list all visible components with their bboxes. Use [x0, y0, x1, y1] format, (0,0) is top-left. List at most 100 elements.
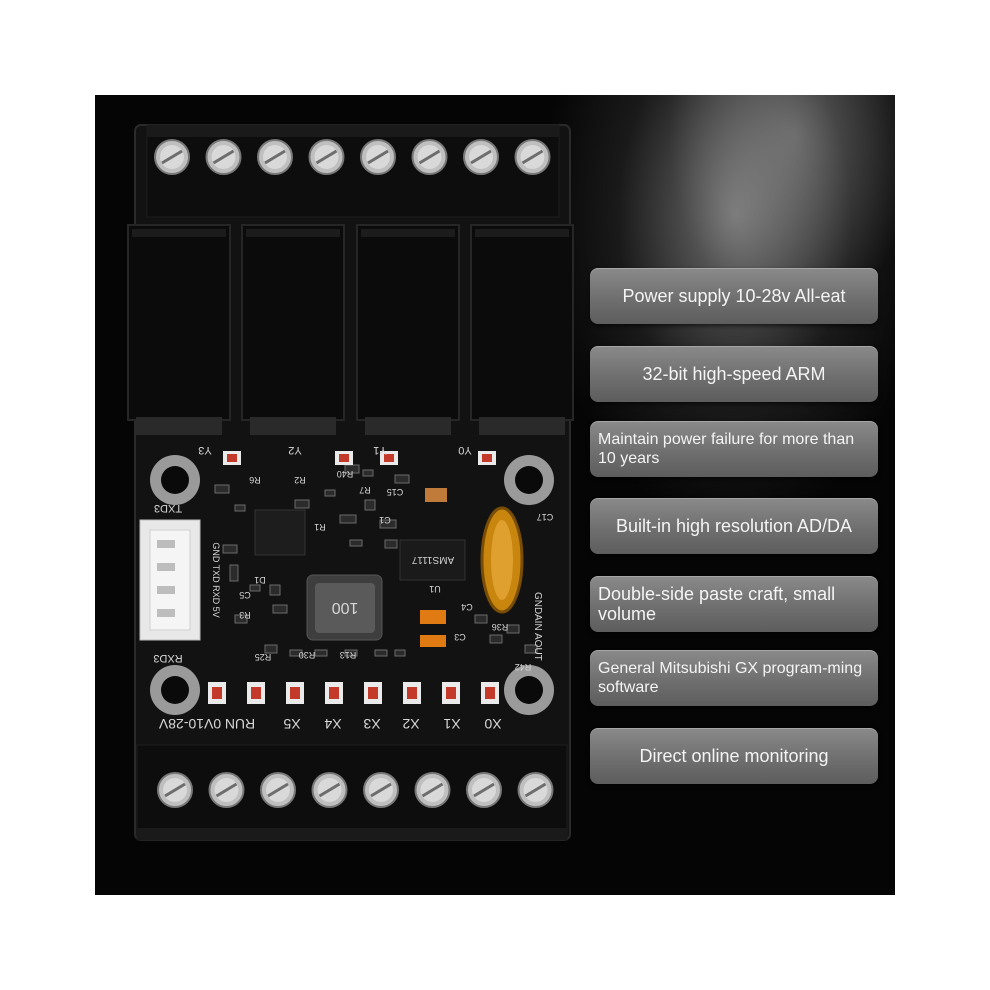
top-screw [205, 139, 242, 175]
feature-paste-craft: Double-side paste craft, small volume [590, 576, 878, 632]
top-terminal-block [146, 124, 560, 218]
smd-part [339, 514, 357, 524]
feature-gx-software: General Mitsubishi GX program-ming softw… [590, 650, 878, 706]
component-ref: R7 [359, 485, 371, 495]
right-label-aout: AOUT [532, 633, 543, 661]
smd-part [489, 634, 503, 644]
output-led [478, 451, 496, 465]
smd-part [364, 499, 376, 511]
smd-part [362, 469, 374, 477]
smd-part [324, 489, 336, 497]
component-ref: R36 [492, 622, 509, 632]
bottom-screw [414, 772, 451, 808]
input-led [403, 682, 421, 704]
component-ref: C17 [537, 512, 554, 522]
output-led [380, 451, 398, 465]
bottom-screw [517, 772, 554, 808]
component-ref: C3 [454, 632, 466, 642]
component-ref: D1 [254, 575, 266, 585]
component-ref: R2 [294, 475, 306, 485]
smd-part [314, 649, 328, 657]
input-label: X5 [283, 716, 300, 732]
top-screw [463, 139, 499, 175]
serial-connector [139, 519, 201, 641]
input-led [364, 682, 382, 704]
component-ref: R30 [299, 650, 316, 660]
input-led [325, 682, 343, 704]
smd-part [344, 649, 358, 657]
smd-part [214, 484, 230, 494]
mcu-chip [254, 509, 306, 556]
smd-part [379, 519, 397, 529]
bottom-screw [208, 772, 245, 808]
component-ref: R1 [314, 522, 326, 532]
regulator-marking: AMS1117 [411, 554, 454, 565]
smd-orange-2 [420, 635, 446, 647]
feature-power-supply: Power supply 10-28v All-eat [590, 268, 878, 324]
smd-components [214, 464, 538, 657]
smd-part [294, 499, 310, 509]
right-label-ain: AIN [532, 614, 543, 631]
component-ref: R25 [255, 652, 272, 662]
smd-part [384, 539, 398, 549]
component-ref: C4 [461, 602, 473, 612]
smd-part [272, 604, 288, 614]
smd-part [289, 649, 303, 657]
connector-label-bottom: RXD3 [153, 652, 182, 664]
component-ref: C15 [387, 487, 404, 497]
input-leds [208, 451, 499, 704]
feature-ad-da: Built-in high resolution AD/DA [590, 498, 878, 554]
smd-part [249, 584, 261, 592]
output-label: Y1 [373, 444, 386, 456]
input-label: X0 [484, 716, 501, 732]
input-led [442, 682, 460, 704]
feature-text: 32-bit high-speed ARM [642, 364, 826, 384]
component-ref: R13 [340, 650, 357, 660]
smd-part [374, 649, 388, 657]
top-screw [360, 139, 396, 175]
smd-part [506, 624, 520, 634]
input-led [247, 682, 265, 704]
connector-label-top: TXD3 [154, 502, 182, 514]
bottom-screw [157, 772, 193, 808]
input-label: X2 [402, 716, 419, 732]
feature-arm-cpu: 32-bit high-speed ARM [590, 346, 878, 402]
smd-part [234, 504, 246, 512]
relay [127, 224, 231, 435]
smd-part [222, 544, 238, 554]
feature-text: Maintain power failure for more than 10 … [598, 431, 855, 467]
top-screw [308, 139, 345, 175]
input-label: X3 [363, 716, 380, 732]
input-led [208, 682, 226, 704]
top-screw [257, 139, 293, 175]
bottom-screw [363, 772, 399, 808]
smd-part [394, 474, 410, 484]
component-ref: C1 [379, 515, 391, 525]
input-label: X1 [443, 716, 460, 732]
output-led [223, 451, 241, 465]
smd-part [394, 649, 406, 657]
voltage-regulator: AMS1117 [399, 539, 466, 581]
feature-text: General Mitsubishi GX program-ming softw… [598, 660, 863, 696]
right-label-gnd: GND [532, 592, 543, 614]
relays [127, 224, 574, 435]
component-ref: R3 [239, 610, 251, 620]
top-screws [154, 139, 551, 175]
bottom-screw [260, 772, 296, 808]
relay [241, 224, 345, 435]
input-label: 0V10-28V [158, 716, 221, 732]
mounting-holes [150, 455, 554, 715]
component-ref: U1 [429, 584, 441, 594]
bottom-screw [311, 772, 348, 808]
smd-part [264, 644, 278, 654]
smd-part [474, 614, 488, 624]
bottom-screw [466, 772, 502, 808]
smd-part [229, 564, 239, 582]
relay [356, 224, 460, 435]
output-label: Y2 [288, 444, 301, 456]
